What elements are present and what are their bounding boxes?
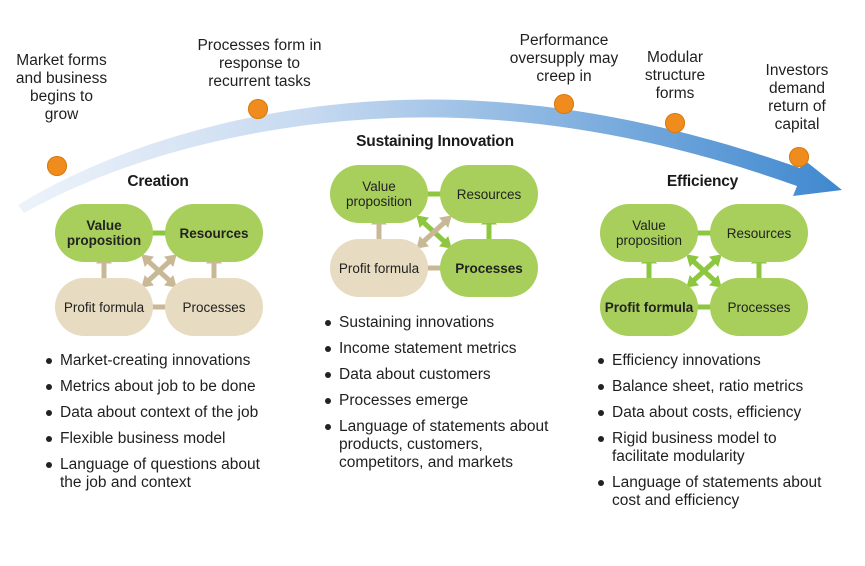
list-item: Rigid business model to facilitate modul… <box>597 430 822 466</box>
node-value-proposition: Value proposition <box>55 204 153 262</box>
list-item: Efficiency innovations <box>597 352 837 370</box>
node-resources: Resources <box>710 204 808 262</box>
node-processes: Processes <box>165 278 263 336</box>
node-profit-formula: Profit formula <box>330 239 428 297</box>
timeline-marker <box>665 113 685 133</box>
timeline-label: Performance oversupply may creep in <box>509 32 619 85</box>
list-item: Balance sheet, ratio metrics <box>597 378 837 396</box>
timeline-label: Market forms and business begins to grow <box>15 52 108 123</box>
business-model-diagram-sustaining: Value proposition Resources Profit formu… <box>330 165 560 300</box>
list-item: Data about context of the job <box>45 404 295 422</box>
node-value-proposition: Value proposition <box>330 165 428 223</box>
node-value-proposition: Value proposition <box>600 204 698 262</box>
timeline-label: Processes form in response to recurrent … <box>197 37 322 90</box>
list-item: Language of statements about cost and ef… <box>597 474 822 510</box>
business-model-diagram-efficiency: Value proposition Resources Profit formu… <box>600 204 830 339</box>
node-profit-formula: Profit formula <box>600 278 698 336</box>
phase-title-efficiency: Efficiency <box>666 173 739 190</box>
list-item: Sustaining innovations <box>324 314 559 332</box>
phase-title-creation: Creation <box>127 173 189 190</box>
list-item: Metrics about job to be done <box>45 378 295 396</box>
list-item: Data about customers <box>324 366 559 384</box>
bullet-list-efficiency: Efficiency innovations Balance sheet, ra… <box>597 352 837 518</box>
timeline-label: Investors demand return of capital <box>765 62 829 133</box>
list-item: Processes emerge <box>324 392 559 410</box>
node-profit-formula: Profit formula <box>55 278 153 336</box>
business-model-diagram-creation: Value proposition Resources Profit formu… <box>55 204 285 339</box>
node-processes: Processes <box>440 239 538 297</box>
list-item: Language of statements about products, c… <box>324 418 559 472</box>
list-item: Language of questions about the job and … <box>45 456 275 492</box>
timeline-label: Modular structure forms <box>644 49 706 102</box>
node-resources: Resources <box>165 204 263 262</box>
phase-title-sustaining: Sustaining Innovation <box>356 133 514 150</box>
timeline-marker <box>248 99 268 119</box>
list-item: Market-creating innovations <box>45 352 295 370</box>
bullet-list-creation: Market-creating innovations Metrics abou… <box>45 352 295 500</box>
timeline-marker <box>554 94 574 114</box>
timeline-marker <box>47 156 67 176</box>
node-processes: Processes <box>710 278 808 336</box>
node-resources: Resources <box>440 165 538 223</box>
bullet-list-sustaining: Sustaining innovations Income statement … <box>324 314 559 480</box>
list-item: Income statement metrics <box>324 340 559 358</box>
list-item: Flexible business model <box>45 430 295 448</box>
timeline-marker <box>789 147 809 167</box>
list-item: Data about costs, efficiency <box>597 404 837 422</box>
